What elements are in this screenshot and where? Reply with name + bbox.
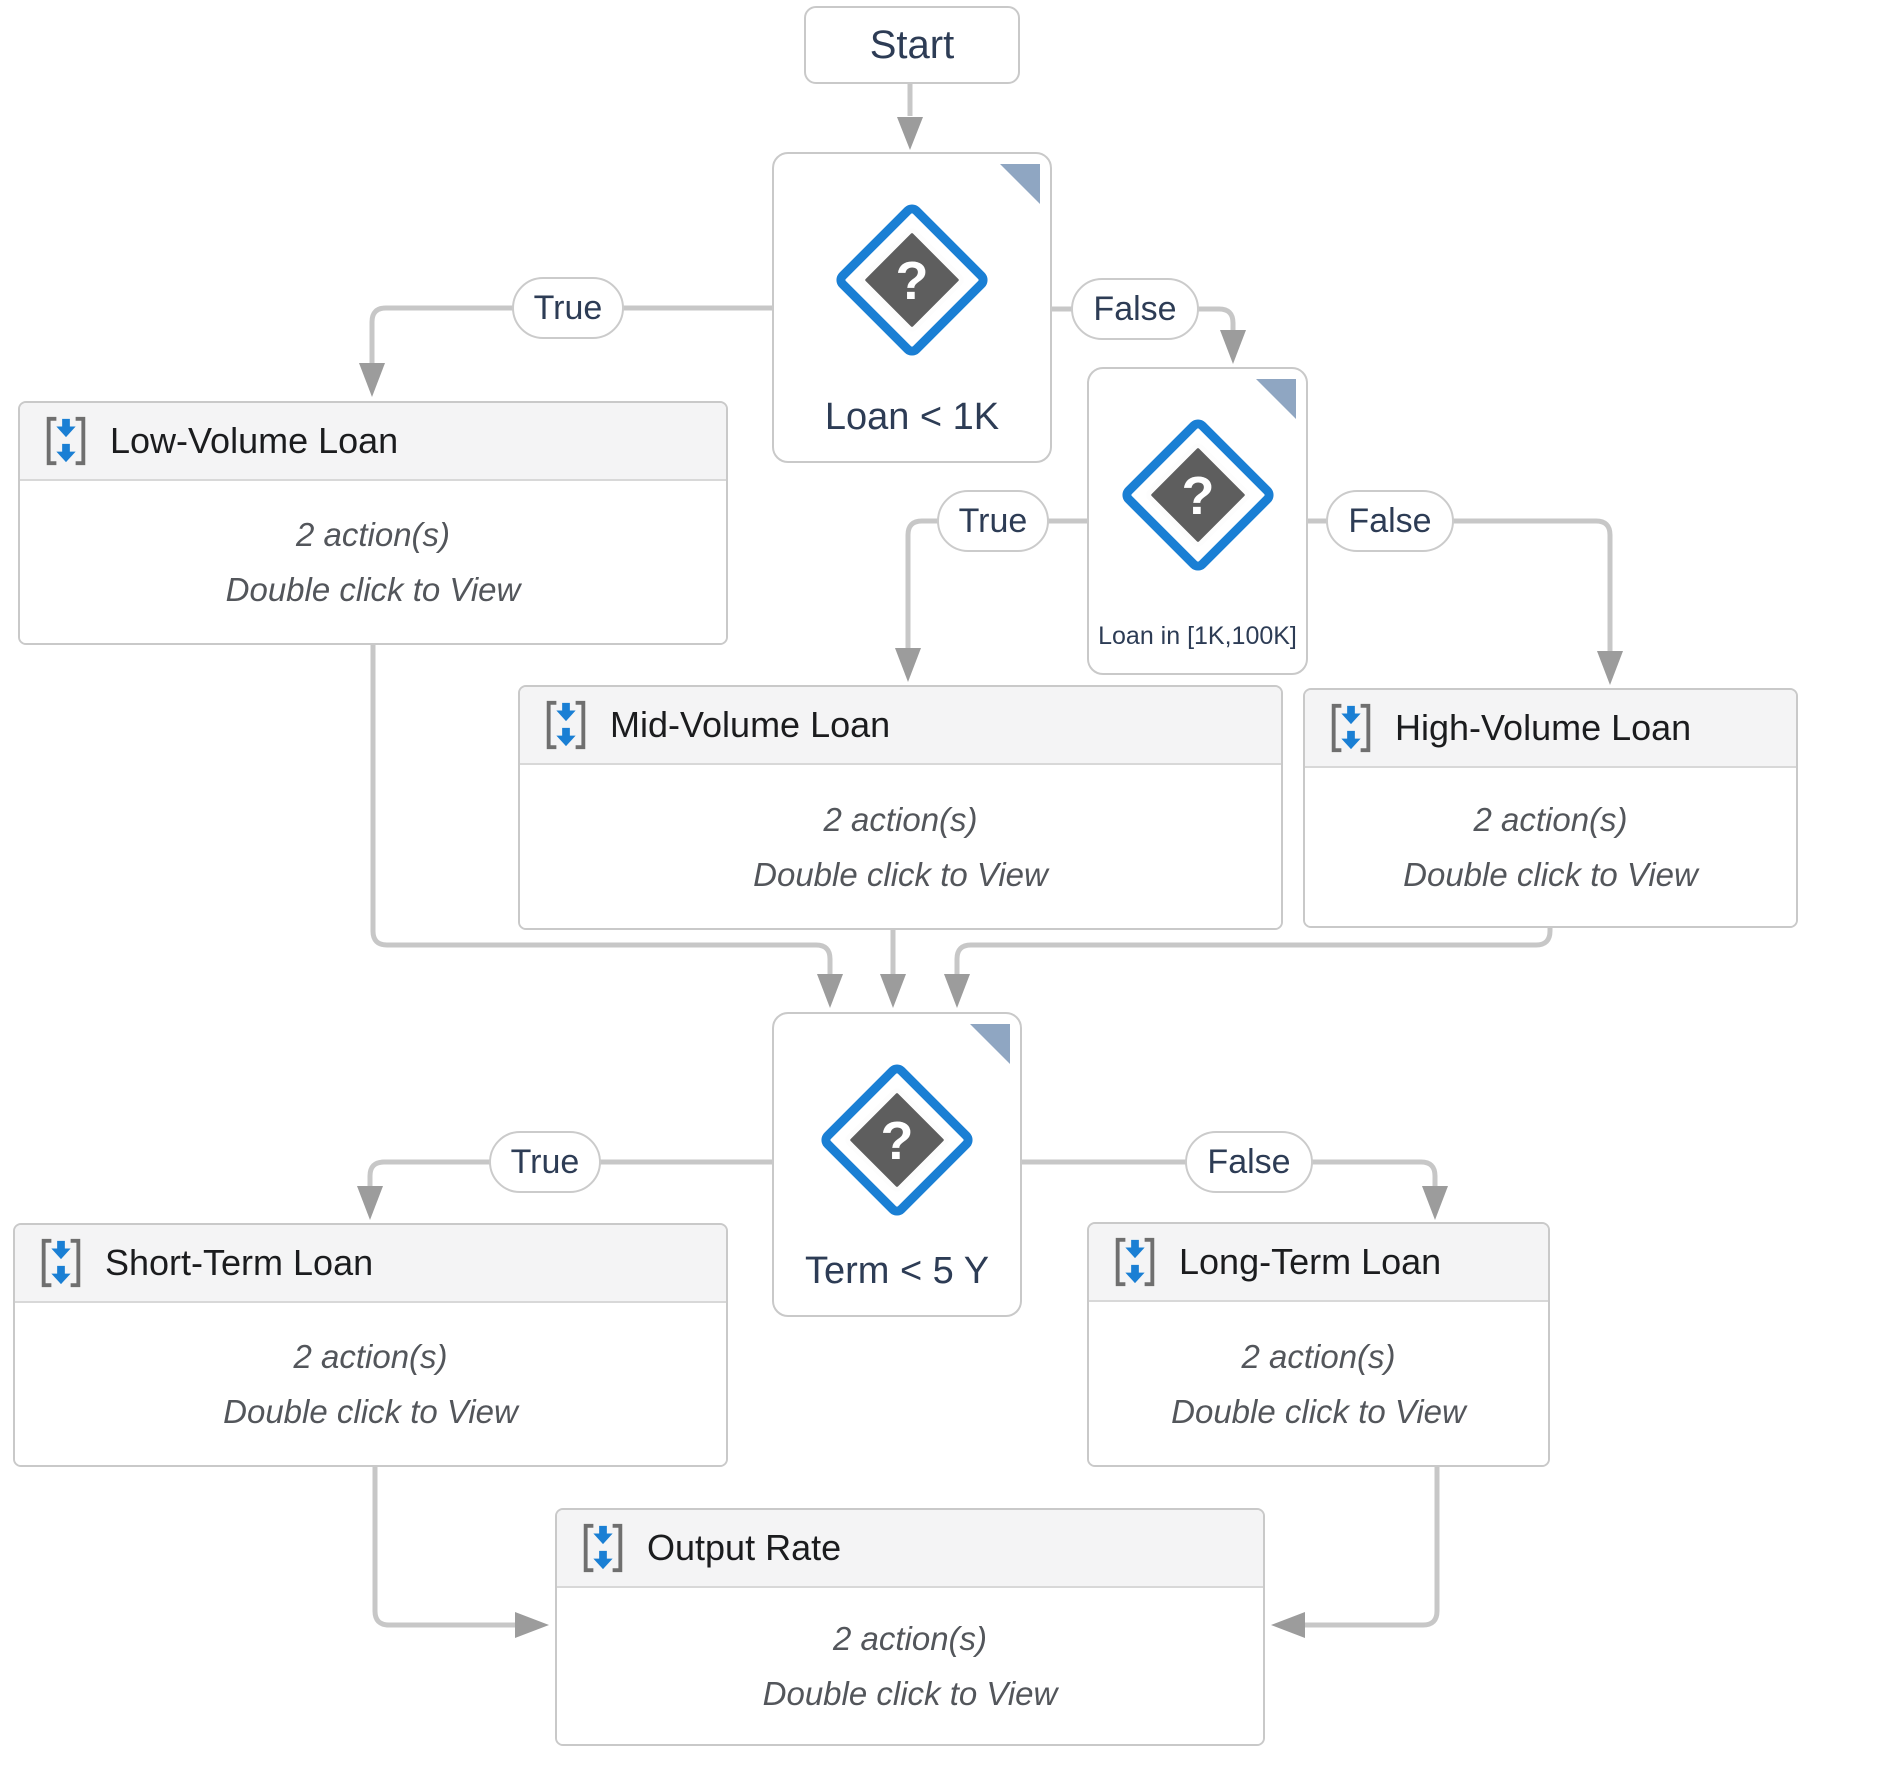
branch-label-true-2: True: [937, 490, 1049, 552]
action-node-body: 2 action(s) Double click to View: [1305, 768, 1796, 926]
action-count: 2 action(s): [295, 516, 451, 553]
action-node-title: Low-Volume Loan: [110, 420, 399, 461]
sequence-icon: [46, 416, 86, 466]
decision-label: Loan < 1K: [824, 396, 1000, 438]
connector-false-to-high-volume: [1308, 518, 1623, 685]
action-count: 2 action(s): [1473, 801, 1628, 838]
action-node-short-term-loan[interactable]: Short-Term Loan 2 action(s) Double click…: [13, 1223, 728, 1467]
connector-false-to-long-term: [1022, 1159, 1448, 1220]
branch-label-false-1: False: [1071, 278, 1199, 340]
action-count: 2 action(s): [1241, 1337, 1396, 1375]
action-node-body: 2 action(s) Double click to View: [1089, 1302, 1548, 1465]
sequence-icon: [546, 700, 586, 750]
action-count: 2 action(s): [823, 800, 978, 838]
action-node-header: Long-Term Loan: [1089, 1224, 1548, 1302]
connector-short-term-to-output: [372, 1467, 549, 1638]
action-node-header: Mid-Volume Loan: [520, 687, 1281, 765]
connector-false-to-loan-in-range: [1052, 306, 1246, 364]
question-mark-glyph: ?: [881, 1111, 914, 1171]
action-node-long-term-loan[interactable]: Long-Term Loan 2 action(s) Double click …: [1087, 1222, 1550, 1467]
start-node[interactable]: Start: [804, 6, 1020, 84]
decision-node-loan-in-range[interactable]: ? Loan in [1K,100K]: [1087, 367, 1308, 675]
corner-marker-icon: [970, 1024, 1010, 1064]
action-count: 2 action(s): [832, 1620, 988, 1657]
double-click-hint: Double click to View: [1403, 856, 1698, 893]
connector-true-to-low-volume: [359, 305, 772, 397]
action-node-body: 2 action(s) Double click to View: [557, 1588, 1263, 1744]
question-diamond-icon: ?: [1118, 415, 1278, 575]
action-node-header: Short-Term Loan: [15, 1225, 726, 1303]
action-node-body: 2 action(s) Double click to View: [15, 1303, 726, 1465]
decision-label: Loan in [1K,100K]: [1098, 622, 1297, 650]
branch-label-false-3: False: [1185, 1131, 1313, 1193]
decision-node-loan-lt-1k[interactable]: ? Loan < 1K: [772, 152, 1052, 463]
sequence-icon: [583, 1523, 623, 1573]
branch-label-true-1: True: [512, 277, 624, 339]
decision-label: Term < 5 Y: [804, 1250, 990, 1292]
connector-true-to-short-term: [357, 1159, 772, 1220]
decision-node-term-lt-5y[interactable]: ? Term < 5 Y: [772, 1012, 1022, 1317]
action-node-title: Mid-Volume Loan: [610, 704, 891, 745]
action-node-header: Low-Volume Loan: [20, 403, 726, 481]
corner-marker-icon: [1256, 379, 1296, 419]
action-count: 2 action(s): [293, 1338, 448, 1375]
double-click-hint: Double click to View: [225, 571, 521, 608]
action-node-body: 2 action(s) Double click to View: [20, 481, 726, 643]
double-click-hint: Double click to View: [753, 855, 1048, 893]
connector-mid-volume-to-term: [880, 930, 906, 1008]
action-node-header: High-Volume Loan: [1305, 690, 1796, 768]
action-node-mid-volume-loan[interactable]: Mid-Volume Loan 2 action(s) Double click…: [518, 685, 1283, 930]
question-diamond-icon: ?: [817, 1060, 977, 1220]
start-node-label: Start: [869, 22, 955, 67]
action-node-header: Output Rate: [557, 1510, 1263, 1588]
double-click-hint: Double click to View: [762, 1675, 1058, 1712]
connector-high-volume-to-term: [944, 928, 1553, 1008]
question-mark-glyph: ?: [1181, 466, 1214, 526]
sequence-icon: [1331, 703, 1371, 753]
action-node-high-volume-loan[interactable]: High-Volume Loan 2 action(s) Double clic…: [1303, 688, 1798, 928]
corner-marker-icon: [1000, 164, 1040, 204]
action-node-title: Long-Term Loan: [1179, 1241, 1442, 1282]
connector-low-volume-to-term: [370, 645, 843, 1008]
double-click-hint: Double click to View: [1171, 1392, 1466, 1430]
sequence-icon: [41, 1238, 81, 1288]
action-node-title: Output Rate: [647, 1527, 842, 1568]
action-node-title: High-Volume Loan: [1395, 707, 1692, 748]
connector-start-to-loan-lt-1k: [897, 84, 923, 150]
question-mark-glyph: ?: [896, 251, 929, 311]
branch-label-true-3: True: [489, 1131, 601, 1193]
action-node-output-rate[interactable]: Output Rate 2 action(s) Double click to …: [555, 1508, 1265, 1746]
connector-true-to-mid-volume: [895, 518, 1087, 682]
branch-label-false-2: False: [1326, 490, 1454, 552]
action-node-body: 2 action(s) Double click to View: [520, 765, 1281, 928]
sequence-icon: [1115, 1237, 1155, 1287]
double-click-hint: Double click to View: [223, 1393, 518, 1430]
action-node-low-volume-loan[interactable]: Low-Volume Loan 2 action(s) Double click…: [18, 401, 728, 645]
action-node-title: Short-Term Loan: [105, 1242, 374, 1283]
question-diamond-icon: ?: [832, 200, 992, 360]
connector-long-term-to-output: [1271, 1467, 1440, 1638]
